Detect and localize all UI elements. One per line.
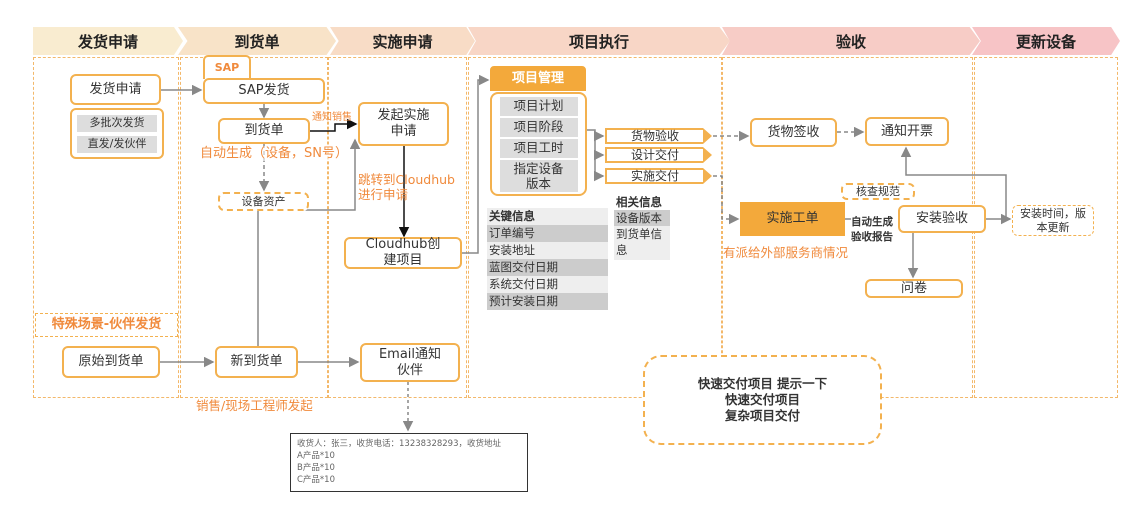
column-2 [180, 57, 328, 398]
note-line: 快速交付项目 提示一下 [697, 376, 828, 391]
check-spec-box[interactable]: 核查规范 [841, 183, 915, 200]
direct-ship-tag: 直发/发伙伴 [77, 135, 157, 153]
note-line: 复杂项目交付 [724, 408, 800, 423]
product-a: A产品*10 [297, 451, 335, 461]
design-deliv-step[interactable]: 设计交付 [605, 147, 712, 163]
product-c: C产品*10 [297, 475, 336, 485]
email-box[interactable]: Email通知伙伴 [360, 343, 460, 382]
special-scenario: 特殊场景-伙伴发货 [35, 313, 178, 337]
work-order-box[interactable]: 实施工单 [740, 202, 845, 236]
key-info-row: 系统交付日期 [487, 276, 608, 293]
pm-item[interactable]: 指定设备版本 [499, 159, 578, 192]
product-b: B产品*10 [297, 463, 335, 473]
key-info-row: 订单编号 [487, 225, 608, 242]
cloudhub-box[interactable]: Cloudhub创建项目 [344, 237, 462, 269]
goods-sign-box[interactable]: 货物签收 [750, 118, 837, 147]
column-4 [468, 57, 722, 398]
phase-4: 项目执行 [468, 27, 730, 55]
multi-batch-tag: 多批次发货 [77, 114, 157, 132]
original-arrival-box[interactable]: 原始到货单 [62, 346, 160, 378]
project-mgmt-title: 项目管理 [490, 66, 586, 91]
invoice-box[interactable]: 通知开票 [865, 117, 949, 146]
consignee-line: 收货人：张三，收货电话：13238328293，收货地址 [297, 439, 501, 449]
phase-5: 验收 [722, 27, 980, 55]
survey-box[interactable]: 问卷 [865, 279, 963, 298]
sap-tab: SAP [203, 55, 251, 79]
related-info-table: 相关信息 设备版本 到货单信息 [614, 194, 670, 260]
arrival-box[interactable]: 到货单 [218, 118, 310, 144]
install-accept-box[interactable]: 安装验收 [898, 205, 986, 233]
related-info-row: 到货单信息 [614, 226, 670, 260]
key-info-table: 关键信息 订单编号 安装地址 蓝图交付日期 系统交付日期 预计安装日期 [487, 208, 608, 310]
auto-report-label: 自动生成验收报告 [851, 215, 901, 245]
asset-box[interactable]: 设备资产 [218, 192, 309, 211]
notify-sales-label: 通知销售 [312, 112, 352, 123]
note-line: 快速交付项目 [724, 392, 800, 407]
external-label: 有派给外部服务商情况 [723, 245, 849, 260]
initiator-label: 销售/现场工程师发起 [196, 398, 313, 413]
sap-ship-box[interactable]: SAP发货 [203, 78, 325, 104]
auto-gen-label: 自动生成（设备，SN号） [200, 146, 348, 161]
jump-label: 跳转到Cloudhub进行申请 [358, 172, 455, 202]
ship-apply-box[interactable]: 发货申请 [70, 74, 161, 105]
pm-item[interactable]: 项目工时 [499, 138, 578, 158]
phase-3: 实施申请 [330, 27, 475, 55]
key-info-row: 蓝图交付日期 [487, 259, 608, 276]
key-info-row: 预计安装日期 [487, 293, 608, 310]
impl-deliv-step[interactable]: 实施交付 [605, 168, 712, 184]
goods-accept-step[interactable]: 货物验收 [605, 128, 712, 144]
note-box: 快速交付项目 提示一下 快速交付项目 复杂项目交付 [643, 355, 882, 445]
column-1 [33, 57, 179, 398]
project-mgmt-list: 项目计划 项目阶段 项目工时 指定设备版本 [490, 92, 587, 196]
related-info-title: 相关信息 [616, 195, 662, 209]
key-info-row: 安装地址 [487, 242, 608, 259]
start-impl-box[interactable]: 发起实施申请 [358, 102, 449, 146]
key-info-title: 关键信息 [487, 208, 608, 225]
pm-item[interactable]: 项目阶段 [499, 117, 578, 137]
update-box[interactable]: 安装时间，版本更新 [1012, 205, 1094, 236]
email-content: 收货人：张三，收货电话：13238328293，收货地址 A产品*10 B产品*… [290, 433, 528, 492]
pm-item[interactable]: 项目计划 [499, 96, 578, 116]
ship-options-box: 多批次发货 直发/发伙伴 [70, 108, 164, 159]
new-arrival-box[interactable]: 新到货单 [215, 346, 298, 378]
related-info-row: 设备版本 [614, 210, 670, 226]
phase-1: 发货申请 [33, 27, 183, 55]
phase-2: 到货单 [178, 27, 336, 55]
phase-6: 更新设备 [972, 27, 1120, 55]
column-3 [328, 57, 467, 398]
